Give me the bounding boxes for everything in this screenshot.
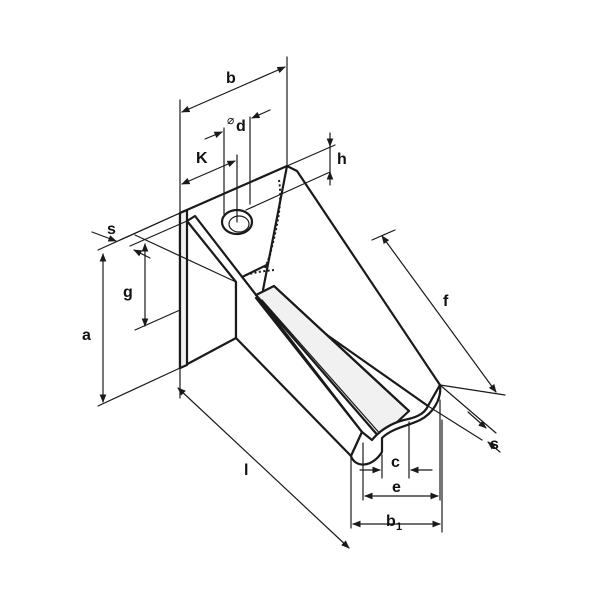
- label-a: a: [82, 327, 91, 344]
- label-diameter: ⌀: [227, 113, 234, 127]
- weld-vertical: [264, 179, 282, 269]
- label-b: b: [226, 70, 236, 87]
- label-e: e: [392, 479, 401, 496]
- back-plate-edge: [178, 208, 189, 370]
- label-K: K: [196, 150, 208, 167]
- label-l: l: [244, 462, 248, 479]
- label-f: f: [443, 293, 449, 310]
- label-c: c: [391, 454, 400, 471]
- channel-end-profile: [349, 383, 442, 466]
- label-b1: b: [386, 513, 396, 530]
- label-g: g: [123, 284, 133, 301]
- label-d: d: [236, 118, 246, 135]
- mounting-hole-inner: [228, 215, 250, 233]
- dimension-labels: b ⌀ d K h s g a f s c e l b 1: [82, 70, 499, 533]
- label-s-right: s: [490, 436, 499, 453]
- weld-horizontal: [245, 269, 275, 276]
- bracket-body: [178, 164, 442, 466]
- label-s-top: s: [107, 221, 116, 238]
- label-b1-subscript: 1: [396, 521, 402, 533]
- dimension-lines: [91, 56, 506, 549]
- label-h: h: [337, 151, 347, 168]
- inner-ridge: [261, 299, 383, 437]
